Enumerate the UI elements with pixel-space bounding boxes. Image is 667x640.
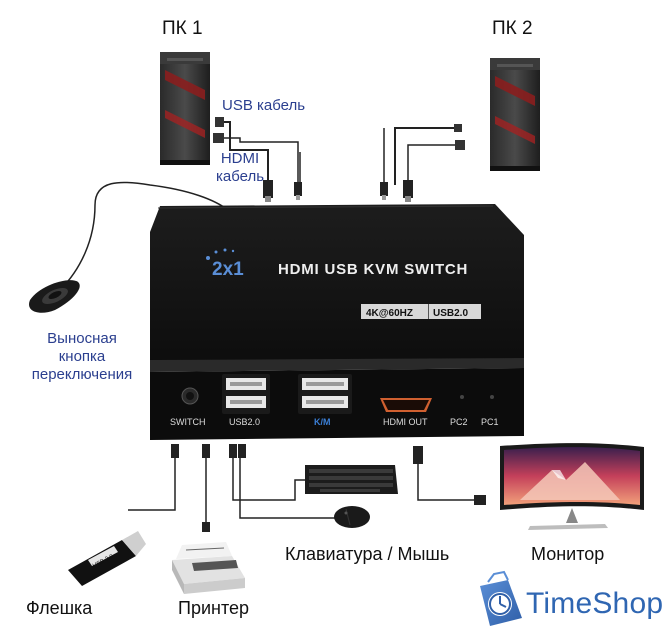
port-label-pc2: PC2: [450, 417, 468, 427]
hdmi-cable-label: HDMI кабель: [210, 150, 270, 186]
timeshop-logo-icon: [480, 570, 522, 626]
brand-name: TimeShop: [526, 587, 664, 620]
front-switch-button: [181, 387, 199, 405]
hdmi-out-port: [380, 398, 432, 412]
pc1-led: [490, 395, 494, 399]
device-title: HDMI USB KVM SWITCH: [278, 261, 468, 278]
port-label-hdmi: HDMI OUT: [383, 417, 428, 427]
remote-button-label: Выносная кнопка переключения: [22, 330, 142, 384]
printer-icon: [172, 542, 245, 594]
keyboard-mouse-label: Клавиатура / Мышь: [285, 544, 450, 564]
remote-label-line3: переключения: [31, 366, 133, 383]
flash-label: Флешка: [26, 598, 93, 618]
km-port-group: [298, 374, 352, 414]
mouse-icon: [334, 506, 370, 528]
bottom-connectors: [171, 444, 486, 532]
device-logo: 2x1: [212, 259, 244, 280]
pc2-led: [460, 395, 464, 399]
usb-cable-label: USB кабель: [222, 97, 306, 114]
bottom-cables: [128, 448, 478, 528]
logo-dots: [206, 248, 235, 260]
port-label-switch: SWITCH: [170, 417, 206, 427]
pc2-tower-icon: [490, 58, 540, 171]
printer-label: Принтер: [178, 598, 250, 618]
port-label-usb: USB2.0: [229, 417, 260, 427]
pc2-connectors: [380, 124, 465, 202]
pc1-connectors: [213, 117, 302, 202]
remote-button-icon: [29, 280, 80, 313]
remote-label-line2: кнопка: [58, 348, 106, 365]
pc1-label: ПК 1: [162, 18, 203, 39]
pc1-tower-icon: [160, 52, 210, 165]
remote-label-line1: Выносная: [47, 330, 117, 347]
spec-badge: [361, 304, 481, 319]
port-label-km: K/M: [314, 417, 331, 427]
pc2-label: ПК 2: [492, 18, 533, 39]
hdmi-cable-label-line1: HDMI: [220, 150, 260, 167]
keyboard-icon: [305, 465, 398, 494]
monitor-icon: [500, 443, 644, 530]
pc2-cables: [383, 127, 455, 190]
monitor-label: Монитор: [531, 544, 605, 564]
badge-usb: USB2.0: [433, 308, 468, 319]
usb-port-group: [222, 374, 270, 414]
port-label-pc1: PC1: [481, 417, 499, 427]
flash-drive-icon: [68, 531, 146, 586]
hdmi-cable-label-line2: кабель: [215, 168, 265, 185]
badge-resolution: 4K@60HZ: [366, 308, 413, 319]
